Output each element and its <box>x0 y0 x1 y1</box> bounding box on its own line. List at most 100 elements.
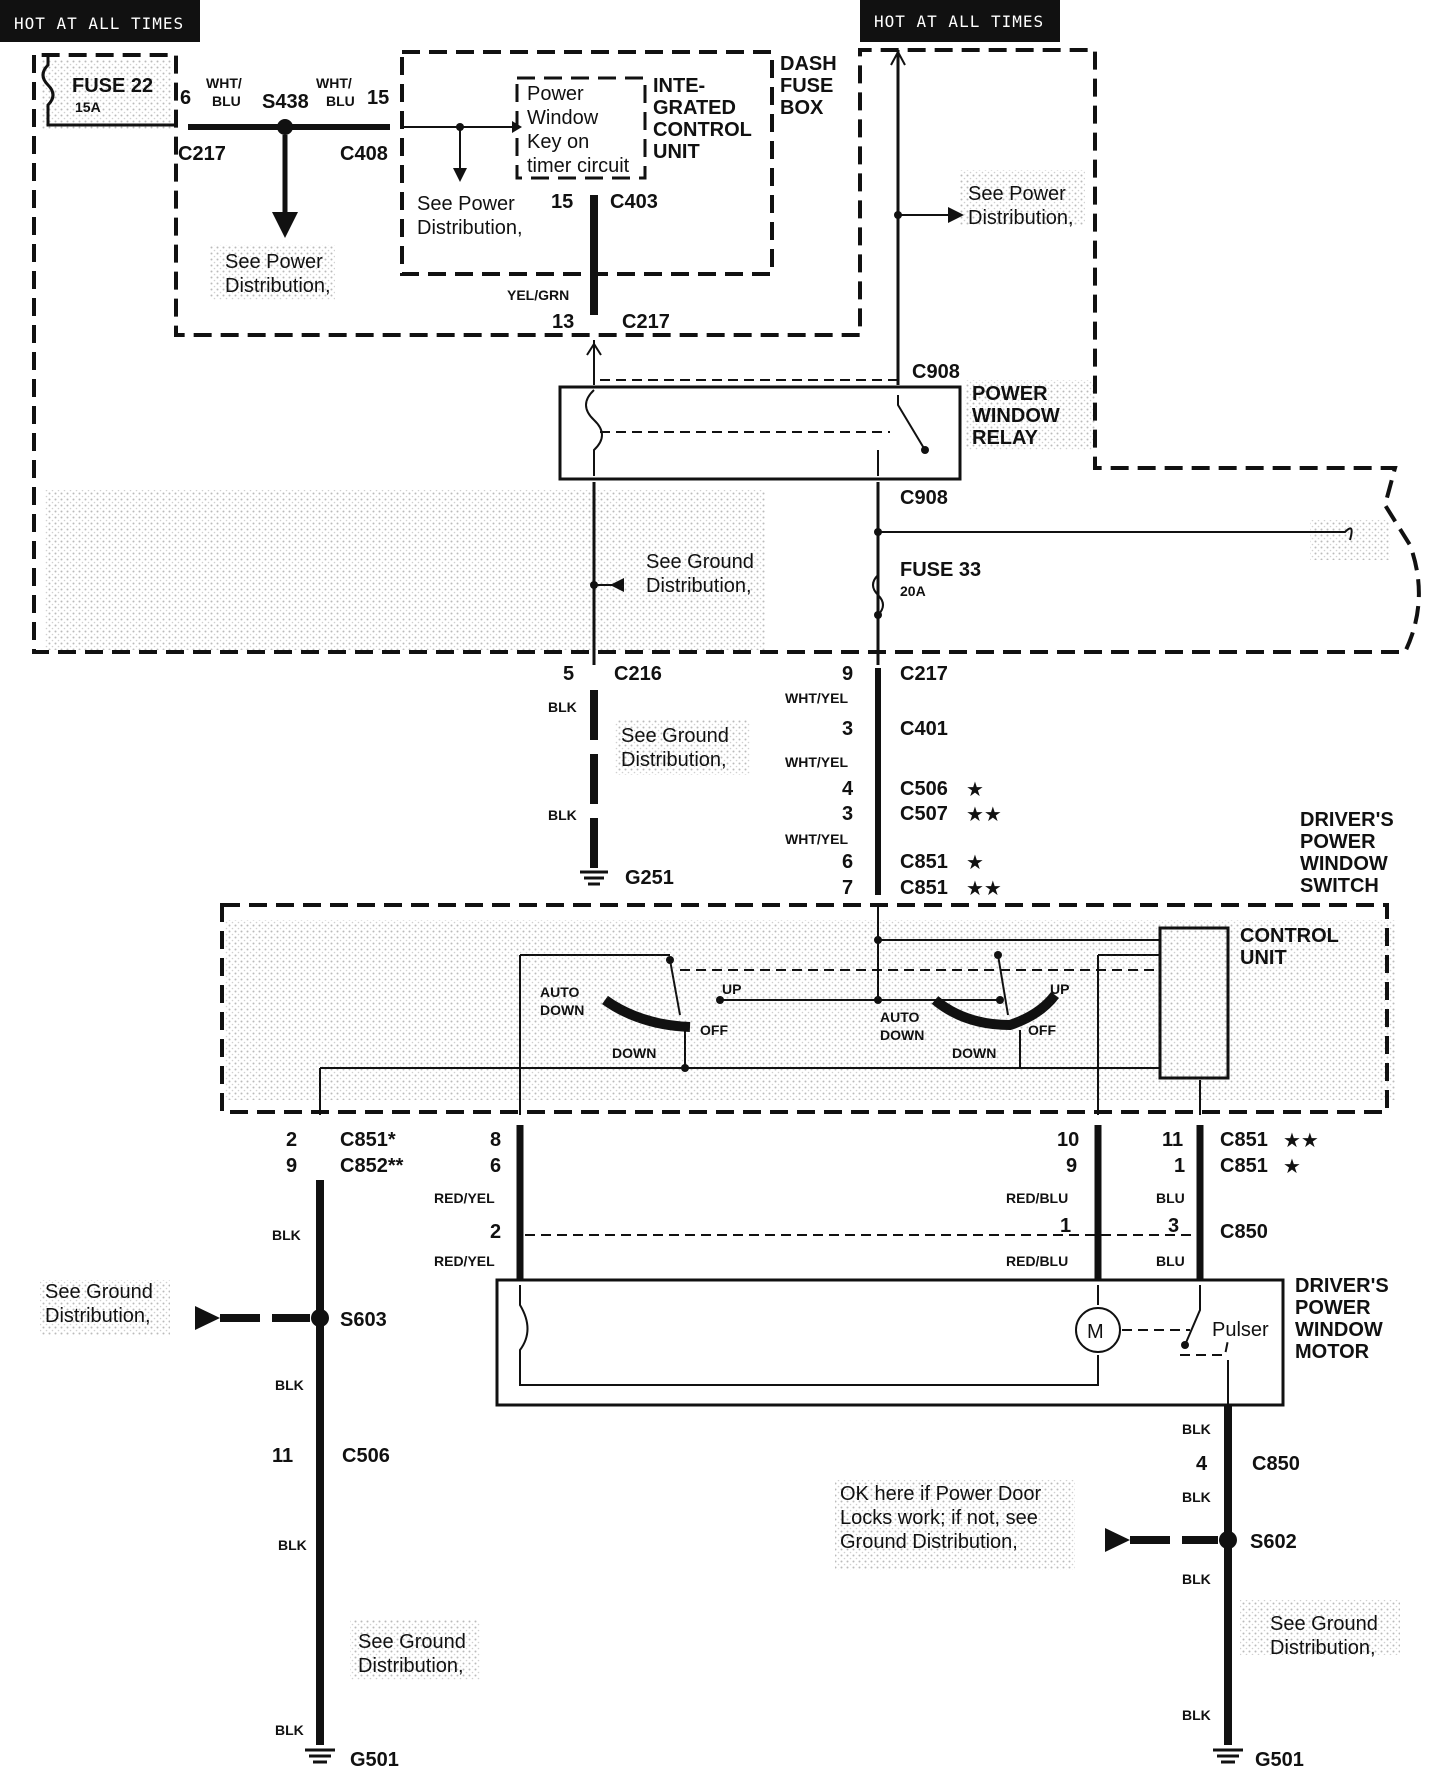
arrow-right-2 <box>948 207 964 223</box>
power-window-motor <box>495 1278 1285 1407</box>
note-see-ground-1b: Distribution, <box>646 575 752 597</box>
arrow-s603 <box>195 1306 220 1330</box>
switch-blade-left <box>669 959 681 1016</box>
motor-internal-wire <box>519 1285 1099 1386</box>
pin-2-c851: 2 <box>286 1129 297 1151</box>
wire-label-red-yel-1: RED/YEL <box>434 1190 495 1206</box>
fuse22-name: FUSE 22 <box>72 75 153 97</box>
fuse22-symbol <box>41 55 178 127</box>
auto-down-r-1: AUTO <box>880 1009 920 1025</box>
timer-line-1: Power <box>527 83 584 105</box>
label-s603: S603 <box>340 1309 387 1331</box>
pin-4-c506: 4 <box>842 778 854 800</box>
conn-c850-a: C850 <box>1220 1221 1268 1243</box>
arrow-right-1 <box>512 121 522 133</box>
note-see-ground-3a: See Ground <box>45 1281 153 1303</box>
switch-blade-right <box>997 954 1009 1016</box>
ground-symbol-g251 <box>580 870 608 886</box>
pin-11: 11 <box>1162 1129 1183 1151</box>
contact-up-l <box>716 996 724 1004</box>
note-see-ground-2b: Distribution, <box>621 749 727 771</box>
relay-coil <box>585 389 603 476</box>
wire-label-wht-blu-a1: WHT/ <box>206 75 242 91</box>
switch-pivot-right <box>994 951 1002 959</box>
icu-line-2: GRATED <box>653 97 736 119</box>
relay-line-1: POWER <box>972 383 1048 405</box>
conn-c908-b: C908 <box>900 487 948 509</box>
note-see-ground-3b: Distribution, <box>45 1305 151 1327</box>
wire-label-yel-grn: YEL/GRN <box>507 287 569 303</box>
splice-up-bus <box>874 996 882 1004</box>
fuse33-rating: 20A <box>900 583 926 599</box>
pin-13: 13 <box>552 311 574 333</box>
pin-15-c403: 15 <box>551 191 573 213</box>
note-ok-here-2: Locks work; if not, see <box>840 1507 1038 1529</box>
down-r: DOWN <box>952 1045 996 1061</box>
wire-label-wht-blu-b2: BLU <box>326 93 355 109</box>
wire-label-blk-l1: BLK <box>272 1227 301 1243</box>
wire-label-blk-r3: BLK <box>1182 1571 1211 1587</box>
wire-label-wht-blu-b1: WHT/ <box>316 75 352 91</box>
note-see-ground-5a: See Ground <box>1270 1613 1378 1635</box>
fuse22-rating: 15A <box>75 99 101 115</box>
conn-c507: C507 <box>900 803 948 825</box>
conn-c403: C403 <box>610 191 658 213</box>
pin-1-c850: 1 <box>1060 1215 1071 1237</box>
pin-1: 1 <box>1174 1155 1185 1177</box>
splice-s438 <box>277 119 293 135</box>
wire-label-wht-yel-1: WHT/YEL <box>785 690 848 706</box>
note-see-power-1a: See Power <box>225 251 323 273</box>
auto-down-r-2: DOWN <box>880 1027 924 1043</box>
wire-label-blk-r4: BLK <box>1182 1707 1211 1723</box>
dash-fuse-box-3: BOX <box>780 97 824 119</box>
arrow-down-1 <box>272 212 298 238</box>
arrow-s602 <box>1105 1528 1130 1552</box>
wire-label-red-yel-2: RED/YEL <box>434 1253 495 1269</box>
icu-line-1: INTE- <box>653 75 705 97</box>
wire-label-blk-r1: BLK <box>1182 1421 1211 1437</box>
timer-line-4: timer circuit <box>527 155 630 177</box>
note-see-ground-2a: See Ground <box>621 725 729 747</box>
control-unit-2: UNIT <box>1240 947 1287 969</box>
star-c851-11: ★★ <box>1283 1130 1319 1152</box>
pin-2-c850: 2 <box>490 1221 501 1243</box>
off-l: OFF <box>700 1022 728 1038</box>
note-see-power-1b: Distribution, <box>225 275 331 297</box>
switch-boundary <box>220 903 1389 1114</box>
pin-4-c850: 4 <box>1196 1453 1208 1475</box>
conn-c506-a: C506 <box>900 778 948 800</box>
wire-label-blu-1: BLU <box>1156 1190 1185 1206</box>
conn-c851-2: C851* <box>340 1129 396 1151</box>
pin-3-c401: 3 <box>842 718 853 740</box>
conn-c216: C216 <box>614 663 662 685</box>
motor-title-3: WINDOW <box>1295 1319 1383 1341</box>
pin-9-c: 9 <box>1066 1155 1077 1177</box>
label-s438: S438 <box>262 91 309 113</box>
pin-6-c: 6 <box>490 1155 501 1177</box>
wire-label-wht-yel-2: WHT/YEL <box>785 754 848 770</box>
star-c507: ★★ <box>966 804 1002 826</box>
wire-label-blk-l3: BLK <box>278 1537 307 1553</box>
motor-title-2: POWER <box>1295 1297 1371 1319</box>
ground-g501-right: G501 <box>1255 1749 1304 1771</box>
wire-label-blk-l4: BLK <box>275 1722 304 1738</box>
splice-fuse33-out <box>874 611 882 619</box>
splice-s603 <box>311 1309 329 1327</box>
conn-c908-a: C908 <box>912 361 960 383</box>
header-left-text: HOT AT ALL TIMES <box>14 14 184 33</box>
wire-to-boundary <box>878 527 1353 541</box>
header-right-text: HOT AT ALL TIMES <box>874 12 1044 31</box>
pulser-dash <box>1180 1339 1229 1356</box>
pin-3-c850: 3 <box>1168 1215 1179 1237</box>
conn-c852: C852** <box>340 1155 404 1177</box>
wire-label-blk-2: BLK <box>548 807 577 823</box>
pulser-switch <box>1184 1285 1201 1346</box>
pin-9: 9 <box>842 663 853 685</box>
note-see-ground-1a: See Ground <box>646 551 754 573</box>
fuse33-name: FUSE 33 <box>900 559 981 581</box>
contact-up-r <box>996 996 1004 1004</box>
fuse33-symbol <box>872 574 884 616</box>
control-unit-1: CONTROL <box>1240 925 1339 947</box>
pulser-label: Pulser <box>1212 1319 1269 1341</box>
